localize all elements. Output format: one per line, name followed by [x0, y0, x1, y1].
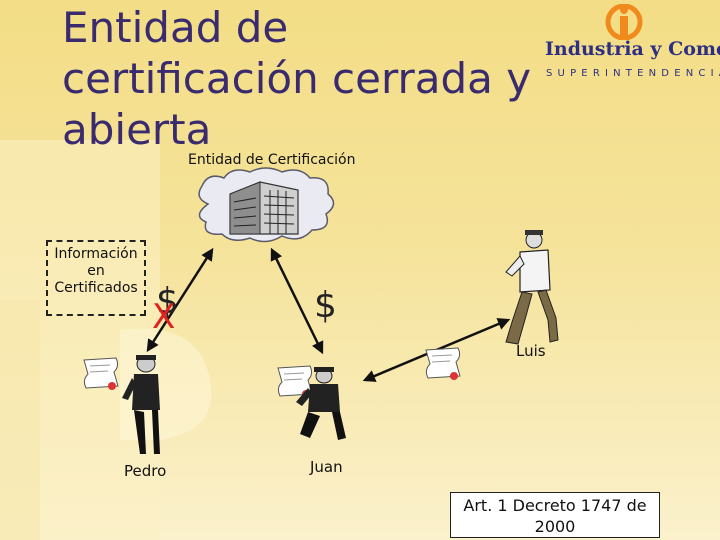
arrow-entity-pedro	[146, 247, 214, 353]
building-cloud-icon	[198, 167, 335, 243]
businessman-icon	[296, 367, 346, 440]
person-name-juan: Juan	[310, 458, 343, 476]
businessman-icon	[122, 355, 160, 454]
slide-title: Entidad de certificación cerrada y abier…	[62, 3, 532, 154]
dollar-sign-left: $	[156, 281, 179, 322]
logo-emblem-icon	[605, 4, 643, 40]
citation-box: Art. 1 Decreto 1747 de 2000	[450, 492, 660, 538]
dollar-sign-center: $	[314, 285, 337, 326]
walking-man-icon	[505, 230, 559, 345]
certificate-scroll-icon	[425, 347, 461, 380]
person-name-luis: Luis	[516, 342, 546, 360]
entity-label: Entidad de Certificación	[188, 152, 356, 168]
logo-subtitle: SUPERINTENDENCIA	[546, 68, 720, 79]
certificate-scroll-icon	[83, 357, 119, 390]
arrow-entity-juan	[270, 247, 324, 355]
info-certificates-box: Información en Certificados	[46, 240, 146, 316]
cross-mark: X	[152, 297, 176, 337]
person-name-pedro: Pedro	[124, 462, 167, 480]
logo-text: Industria y Comercio	[545, 38, 720, 60]
